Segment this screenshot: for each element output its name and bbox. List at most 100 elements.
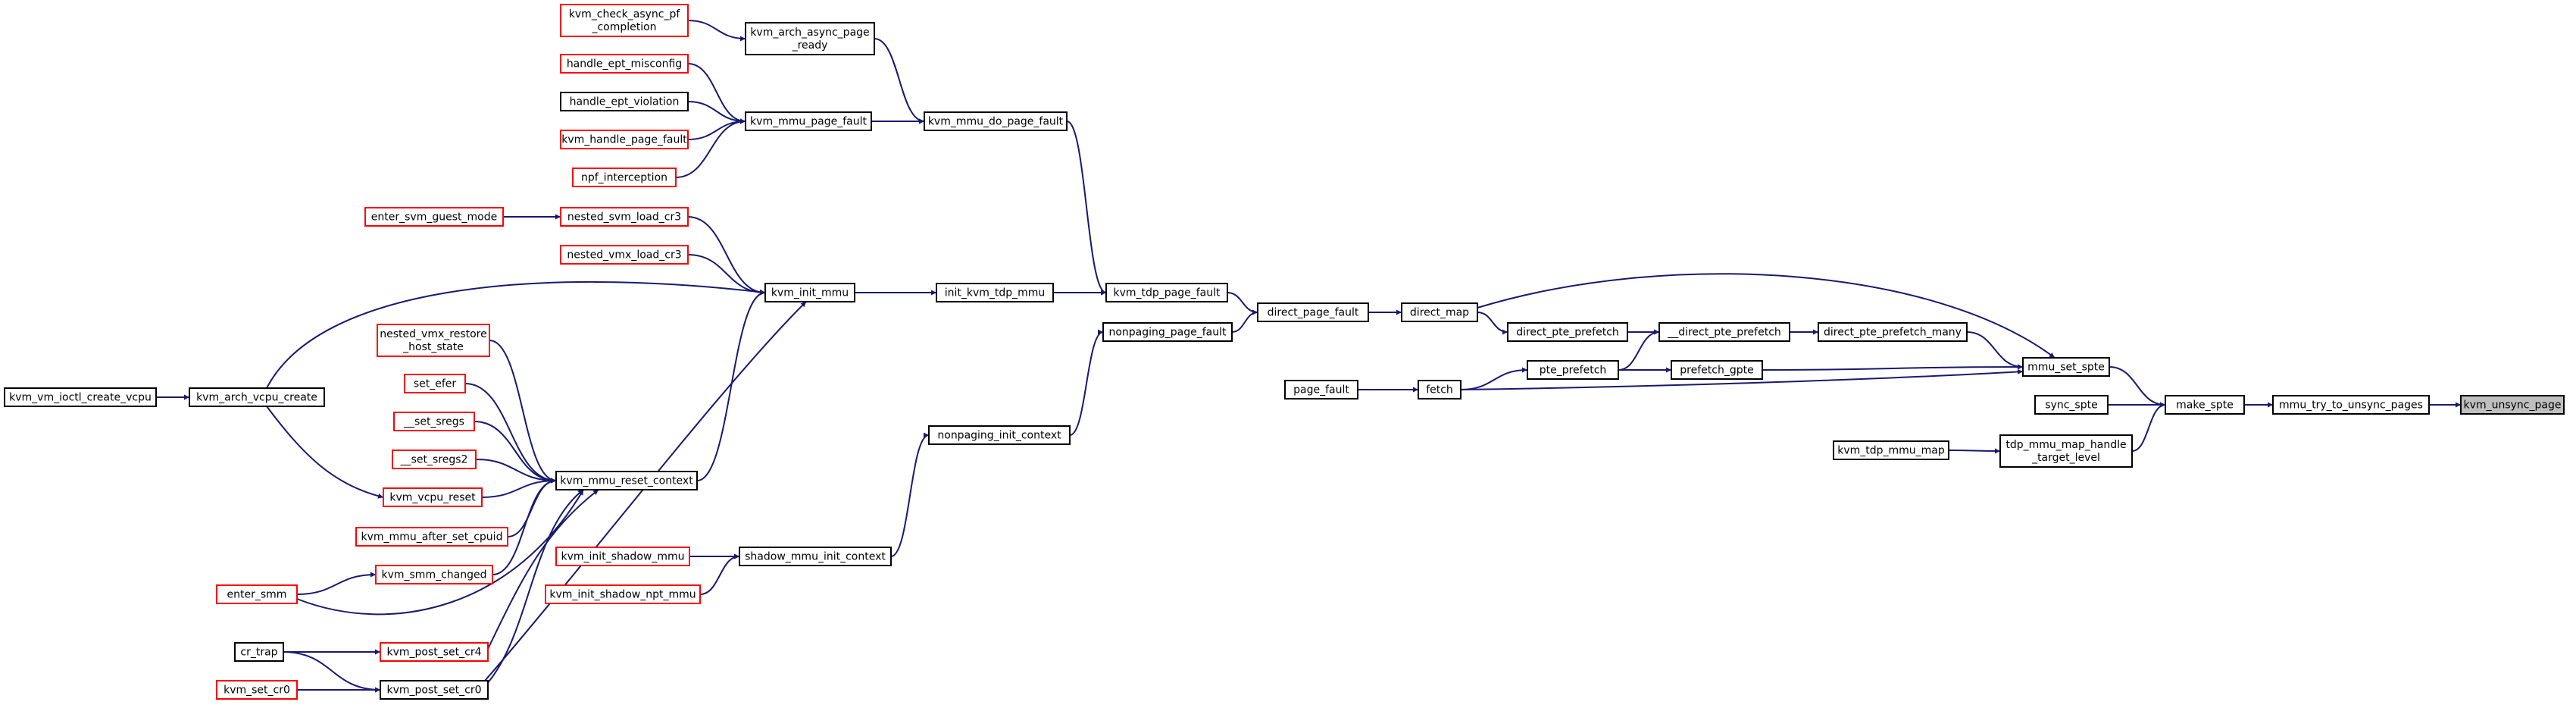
node-mmu_set_spte[interactable]: mmu_set_spte (2022, 357, 2110, 377)
node-label-nonpaging_init_context: nonpaging_init_context (937, 430, 1061, 442)
node-label-kvm_unsync_page: kvm_unsync_page (2464, 400, 2562, 412)
edge-kvm_post_set_cr0-to-kvm_mmu_reset_context (484, 489, 584, 687)
node-kvm_mmu_do_page_fault[interactable]: kvm_mmu_do_page_fault (924, 111, 1068, 131)
node-nested_vmx_restore_host_state[interactable]: nested_vmx_restore_host_state (377, 324, 490, 357)
node-label-kvm_post_set_cr4: kvm_post_set_cr4 (386, 647, 481, 659)
node-shadow_mmu_init_context[interactable]: shadow_mmu_init_context (739, 547, 892, 566)
node-label-enter_svm_guest_mode: enter_svm_guest_mode (371, 212, 497, 224)
edge-kvm_arch_async_page_ready-to-kvm_mmu_do_page_fault (874, 38, 925, 124)
node-kvm_mmu_page_fault[interactable]: kvm_mmu_page_fault (745, 111, 872, 131)
node-kvm_post_set_cr0[interactable]: kvm_post_set_cr0 (380, 680, 489, 700)
node-direct_pte_prefetch_many[interactable]: direct_pte_prefetch_many (1818, 322, 1968, 342)
node-kvm_handle_page_fault[interactable]: kvm_handle_page_fault (560, 130, 689, 149)
node-label-kvm_arch_vcpu_create: kvm_arch_vcpu_create (196, 392, 317, 404)
node-label-mmu_set_spte: mmu_set_spte (2027, 362, 2105, 374)
node-label-kvm_handle_page_fault: kvm_handle_page_fault (561, 134, 687, 146)
node-cr_trap[interactable]: cr_trap (234, 642, 284, 662)
node-kvm_vcpu_reset[interactable]: kvm_vcpu_reset (383, 487, 483, 507)
node-nonpaging_init_context[interactable]: nonpaging_init_context (928, 425, 1071, 445)
node-label-kvm_mmu_reset_context: kvm_mmu_reset_context (560, 475, 693, 487)
node-box-direct_page_fault (1257, 302, 1369, 322)
node-box-direct_pte_prefetch_many (1818, 322, 1968, 342)
node-box-kvm_unsync_page (2460, 395, 2565, 415)
node-sync_spte[interactable]: sync_spte (2034, 395, 2109, 415)
node-enter_smm[interactable]: enter_smm (216, 584, 298, 604)
node-box-kvm_mmu_do_page_fault (924, 111, 1068, 131)
node-mmu_try_to_unsync_pages[interactable]: mmu_try_to_unsync_pages (2272, 395, 2430, 415)
node-nested_svm_load_cr3[interactable]: nested_svm_load_cr3 (560, 207, 689, 227)
node-kvm_post_set_cr4[interactable]: kvm_post_set_cr4 (380, 642, 489, 662)
node-kvm_smm_changed[interactable]: kvm_smm_changed (375, 565, 493, 584)
node-label-kvm_vcpu_reset: kvm_vcpu_reset (389, 492, 476, 504)
node-set_efer[interactable]: set_efer (404, 374, 466, 393)
node-page_fault[interactable]: page_fault (1284, 380, 1358, 400)
node-__set_sregs[interactable]: __set_sregs (393, 412, 475, 431)
node-box-nonpaging_page_fault (1102, 322, 1233, 342)
edge-fetch-to-mmu_set_spte (1460, 368, 2024, 390)
node-tdp_mmu_map_handle_target_level[interactable]: tdp_mmu_map_handle_target_level (1999, 434, 2133, 468)
node-box-kvm_vcpu_reset (383, 487, 483, 507)
node-kvm_tdp_page_fault[interactable]: kvm_tdp_page_fault (1105, 283, 1228, 302)
node-box-init_kvm_tdp_mmu (936, 283, 1054, 302)
node-box-__set_sregs2 (392, 450, 477, 469)
node-kvm_tdp_mmu_map[interactable]: kvm_tdp_mmu_map (1833, 440, 1949, 460)
edge-__set_sregs-to-kvm_mmu_reset_context (474, 421, 557, 484)
node-label-cr_trap: cr_trap (240, 647, 277, 659)
node-box-mmu_try_to_unsync_pages (2272, 395, 2430, 415)
node-box-kvm_handle_page_fault (560, 130, 689, 149)
node-kvm_vm_ioctl_create_vcpu[interactable]: kvm_vm_ioctl_create_vcpu (4, 387, 157, 407)
node-label-kvm_mmu_after_set_cpuid: kvm_mmu_after_set_cpuid (361, 531, 503, 544)
node-label-nested_svm_load_cr3: nested_svm_load_cr3 (567, 212, 681, 224)
node-enter_svm_guest_mode[interactable]: enter_svm_guest_mode (364, 207, 504, 227)
edge-enter_smm-to-kvm_smm_changed (296, 572, 377, 595)
node-kvm_init_mmu[interactable]: kvm_init_mmu (764, 283, 855, 302)
node-handle_ept_violation[interactable]: handle_ept_violation (560, 92, 689, 111)
node-nested_vmx_load_cr3[interactable]: nested_vmx_load_cr3 (560, 245, 689, 265)
node-box-kvm_post_set_cr4 (380, 642, 489, 662)
edge-fetch-to-pte_prefetch (1460, 367, 1528, 390)
edge-cr_trap-to-kvm_post_set_cr0 (283, 651, 381, 693)
node-direct_page_fault[interactable]: direct_page_fault (1257, 302, 1369, 322)
node-label-page_fault: page_fault (1293, 384, 1349, 396)
node-label-kvm_vm_ioctl_create_vcpu: kvm_vm_ioctl_create_vcpu (9, 392, 152, 404)
node-box-make_spte (2165, 395, 2245, 415)
node-npf_interception[interactable]: npf_interception (572, 168, 677, 187)
node-kvm_unsync_page[interactable]: kvm_unsync_page (2460, 395, 2565, 415)
node-pte_prefetch[interactable]: pte_prefetch (1527, 360, 1619, 380)
edge-nested_vmx_restore_host_state-to-kvm_mmu_reset_context (489, 340, 557, 484)
node-handle_ept_misconfig[interactable]: handle_ept_misconfig (560, 54, 689, 74)
node-box-set_efer (404, 374, 466, 393)
node-kvm_check_async_pf_completion[interactable]: kvm_check_async_pf_completion (560, 4, 689, 37)
edge-kvm_tdp_mmu_map-to-tdp_mmu_map_handle_target_level (1948, 448, 2001, 454)
node-kvm_mmu_after_set_cpuid[interactable]: kvm_mmu_after_set_cpuid (355, 527, 508, 547)
node-box-kvm_arch_async_page_ready (745, 22, 875, 55)
edge-nested_svm_load_cr3-to-kvm_init_mmu (687, 216, 766, 296)
node-kvm_arch_async_page_ready[interactable]: kvm_arch_async_page_ready (745, 22, 875, 55)
node-kvm_set_cr0[interactable]: kvm_set_cr0 (216, 680, 298, 700)
node-box-direct_map (1401, 302, 1478, 322)
node-label-kvm_smm_changed: kvm_smm_changed (381, 569, 486, 581)
node-prefetch_gpte[interactable]: prefetch_gpte (1671, 360, 1763, 380)
node-direct_map[interactable]: direct_map (1401, 302, 1478, 322)
node-kvm_arch_vcpu_create[interactable]: kvm_arch_vcpu_create (189, 387, 325, 407)
node-box-enter_svm_guest_mode (364, 207, 504, 227)
node-make_spte[interactable]: make_spte (2165, 395, 2245, 415)
node-fetch[interactable]: fetch (1418, 380, 1462, 400)
node-kvm_mmu_reset_context[interactable]: kvm_mmu_reset_context (555, 471, 698, 490)
node-__set_sregs2[interactable]: __set_sregs2 (392, 450, 477, 469)
node-direct_pte_prefetch[interactable]: direct_pte_prefetch (1507, 322, 1628, 342)
node-label-pte_prefetch: pte_prefetch (1540, 365, 1607, 377)
node-box-kvm_init_shadow_npt_mmu (545, 584, 701, 604)
edge-kvm_init_shadow_npt_mmu-to-shadow_mmu_init_context (699, 553, 740, 595)
node-init_kvm_tdp_mmu[interactable]: init_kvm_tdp_mmu (936, 283, 1054, 302)
edge-handle_ept_misconfig-to-kvm_mmu_page_fault (687, 63, 746, 124)
node-label-direct_pte_prefetch_many: direct_pte_prefetch_many (1824, 327, 1962, 339)
node-label-make_spte: make_spte (2176, 400, 2234, 412)
node-__direct_pte_prefetch[interactable]: __direct_pte_prefetch (1658, 322, 1790, 342)
node-nonpaging_page_fault[interactable]: nonpaging_page_fault (1102, 322, 1233, 342)
node-kvm_init_shadow_mmu[interactable]: kvm_init_shadow_mmu (555, 547, 690, 566)
node-box-kvm_vm_ioctl_create_vcpu (4, 387, 157, 407)
node-label-prefetch_gpte: prefetch_gpte (1680, 365, 1753, 377)
node-box-handle_ept_violation (560, 92, 689, 111)
node-kvm_init_shadow_npt_mmu[interactable]: kvm_init_shadow_npt_mmu (545, 584, 701, 604)
